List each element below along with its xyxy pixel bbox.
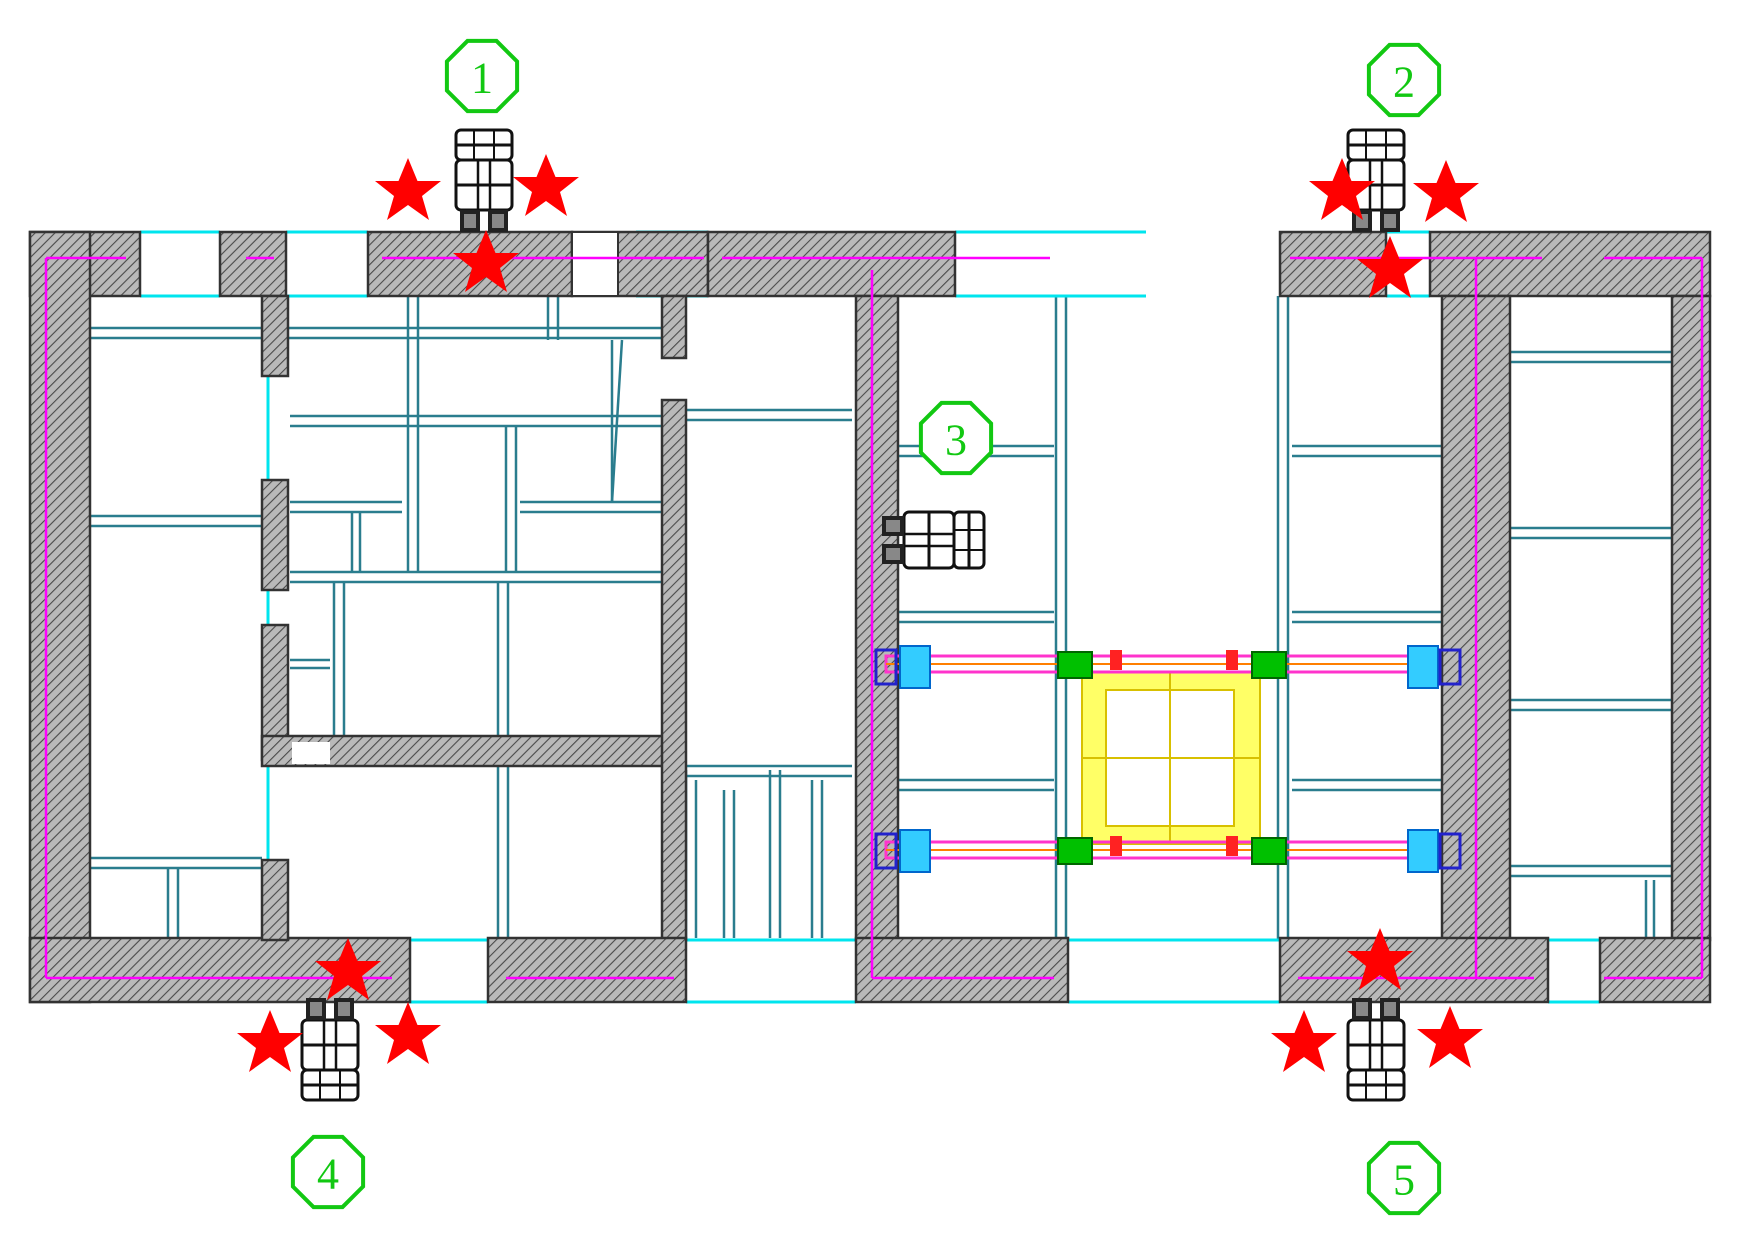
wall-segment (260, 858, 290, 942)
wall-segment (218, 230, 288, 298)
anchor-bolts (1438, 648, 1462, 686)
partition-line (610, 339, 624, 503)
star-icon (375, 158, 441, 220)
corner-block (1057, 651, 1093, 679)
interior-partitions (90, 296, 1672, 940)
concrete-walls (28, 230, 1712, 1004)
marker-label: 3 (945, 416, 967, 465)
clamp-block (1226, 650, 1238, 670)
wall-segment (1278, 936, 1550, 1004)
clamp-block (1110, 650, 1122, 670)
wall-segment (1428, 230, 1712, 298)
star-icon (1417, 1006, 1483, 1068)
star-icon (237, 1010, 303, 1072)
climbing-device-icon (1346, 996, 1406, 1102)
marker-4: 4 (290, 1134, 366, 1210)
wall-segment (260, 478, 290, 592)
corner-block (1251, 651, 1287, 679)
anchor-block (1407, 645, 1439, 689)
octagon-marker-icon (1366, 1140, 1442, 1216)
corner-block (1057, 837, 1093, 865)
formwork-lines (44, 256, 1704, 980)
door-gap (571, 231, 619, 297)
door-gap (292, 742, 330, 764)
anchor-bolts (874, 648, 898, 686)
clamp-block (1110, 836, 1122, 856)
octagon-marker-icon (1366, 42, 1442, 118)
anchor-bolts (1438, 832, 1462, 870)
octagon-marker-icon (444, 38, 520, 114)
marker-label: 1 (471, 54, 493, 103)
wall-segment (260, 734, 684, 768)
star-icon (375, 1002, 441, 1064)
wall-segment (1670, 294, 1712, 942)
marker-label: 4 (317, 1150, 339, 1199)
anchor-bolts (874, 832, 898, 870)
wall-segment (706, 230, 957, 298)
anchor-block (899, 645, 931, 689)
marker-1: 1 (444, 38, 520, 114)
star-icon (1271, 1010, 1337, 1072)
wall-segment (260, 294, 290, 378)
wall-segment (660, 294, 688, 360)
climbing-device-icon (454, 128, 514, 234)
star-icon (1413, 160, 1479, 222)
wall-segment (1598, 936, 1712, 1004)
anchor-block (899, 829, 931, 873)
star-icon (513, 154, 579, 216)
octagon-marker-icon (918, 400, 994, 476)
central-platform (874, 645, 1462, 873)
marker-5: 5 (1366, 1140, 1442, 1216)
position-markers: 1 2 3 4 5 (290, 38, 1442, 1216)
marker-label: 2 (1393, 58, 1415, 107)
marker-label: 5 (1393, 1156, 1415, 1205)
wall-segment (486, 936, 688, 1004)
wall-segment (854, 936, 1070, 1004)
wall-segment (660, 398, 688, 942)
wall-segment (28, 230, 92, 1004)
marker-2: 2 (1366, 42, 1442, 118)
clamp-block (1226, 836, 1238, 856)
marker-3: 3 (918, 400, 994, 476)
climbing-device-icon (300, 996, 360, 1102)
corner-block (1251, 837, 1287, 865)
anchor-block (1407, 829, 1439, 873)
octagon-marker-icon (290, 1134, 366, 1210)
